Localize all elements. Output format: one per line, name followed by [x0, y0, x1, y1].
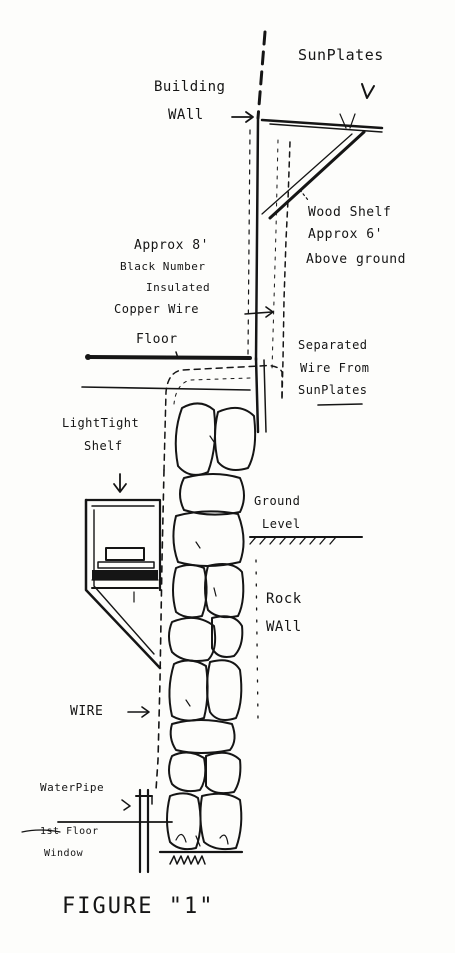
separated-label-3: SunPlates: [298, 383, 368, 397]
rock-wall-label-1: Rock: [266, 591, 302, 607]
first-floor-label-2: Window: [44, 848, 84, 859]
light-tight-arrow: [113, 473, 127, 493]
wood-shelf-label-2: Approx 6': [308, 227, 383, 242]
wire-desc-label-3: Insulated: [146, 281, 211, 294]
first-floor-line: [21, 821, 173, 833]
separated-label-1: Separated: [298, 338, 368, 352]
wire-desc-label-4: Copper Wire: [114, 302, 199, 316]
figure-caption: FIGURE "1": [62, 894, 215, 919]
wire-label: WIRE: [70, 704, 104, 719]
copper-wire-arrow: [244, 306, 274, 318]
wood-shelf-label-1: Wood Shelf: [308, 205, 392, 220]
building-wall-label-2: WAll: [168, 107, 204, 123]
building-wall-label-1: Building: [154, 79, 226, 95]
rock-wall-label-2: WAll: [266, 619, 302, 635]
floor-line: [85, 351, 252, 360]
wood-shelf-bracket: [261, 130, 366, 220]
wire-desc-label-2: Black Number: [120, 260, 206, 273]
first-floor-label-1: 1st Floor: [40, 826, 99, 837]
sun-plates-label: SunPlates: [298, 46, 384, 64]
wood-shelf-label-3: Above ground: [306, 252, 406, 267]
wire-loop: [163, 364, 283, 471]
wire-dashed-upper: [271, 139, 291, 399]
sun-plates: [260, 113, 384, 133]
separated-label-2: Wire From: [300, 361, 370, 375]
water-pipe-label: WaterPipe: [40, 781, 105, 794]
rock-wall-dots: [255, 559, 259, 721]
rock-wall: [166, 402, 257, 851]
ground-level: [249, 536, 363, 545]
wire-arrow: [127, 706, 150, 718]
building-wall-base: [254, 356, 260, 434]
wire-dashed-lower: [155, 469, 165, 791]
building-wall-base-inner: [263, 359, 267, 433]
floor-label: Floor: [136, 332, 178, 347]
building-wall-arrow: [231, 111, 254, 123]
separated-underline: [317, 403, 363, 406]
wire-desc-label-1: Approx 8': [134, 238, 209, 253]
ground-level-label-1: Ground: [254, 494, 301, 508]
bottom-hatching: [158, 833, 244, 865]
sun-plates-arrow: [361, 83, 375, 99]
wire-loop-inner: [173, 377, 251, 405]
water-pipe: [121, 788, 153, 874]
light-tight-label-2: Shelf: [84, 439, 123, 453]
building-wall: [247, 30, 267, 362]
light-tight-shelf: [84, 498, 162, 670]
light-tight-label-1: LightTight: [62, 416, 140, 430]
ground-level-label-2: Level: [262, 517, 301, 531]
